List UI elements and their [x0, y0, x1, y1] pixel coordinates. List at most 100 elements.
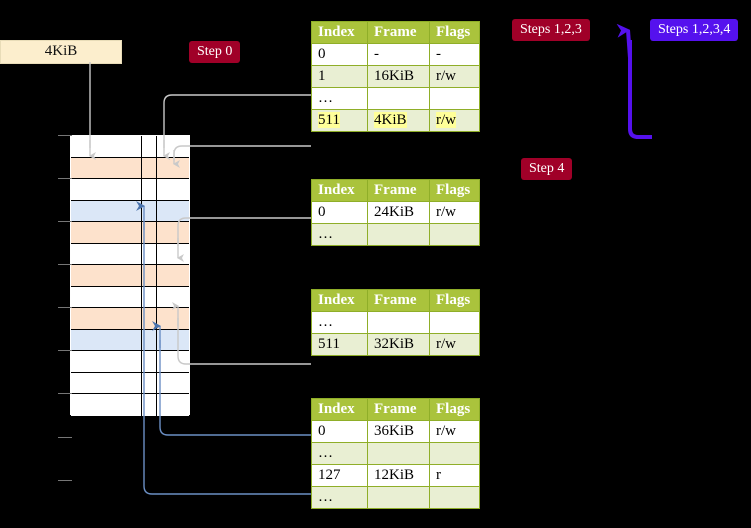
memory-tick-mark [58, 307, 72, 309]
cell-index: 1 [311, 65, 368, 88]
cell-index: … [311, 442, 368, 465]
memory-frame-row [71, 243, 189, 266]
cell-frame: 36KiB [367, 420, 430, 443]
memory-tick-mark [58, 436, 72, 438]
cell-flags: r/w [429, 109, 480, 132]
cell-index: … [311, 87, 368, 110]
memory-frame-row [71, 308, 189, 330]
table-row: … [311, 223, 480, 246]
column-header-index: Index [311, 179, 368, 202]
memory-frame-row [71, 265, 189, 287]
cell-index: 511 [311, 109, 368, 132]
cell-index: … [311, 311, 368, 334]
wire-pdpt-row0 [177, 217, 311, 246]
cell-index: 127 [311, 464, 368, 487]
cell-flags [429, 311, 480, 334]
badge-step-0: Step 0 [189, 41, 241, 63]
cell-frame: 32KiB [367, 333, 430, 356]
cell-frame [367, 486, 430, 509]
cell-frame: 12KiB [367, 464, 430, 487]
badge-steps-123: Steps 1,2,3 [512, 19, 590, 41]
badge-steps-1234: Steps 1,2,3,4 [650, 19, 739, 41]
cell-flags [429, 486, 480, 509]
table-row: … [311, 87, 480, 110]
memory-frame-row [71, 351, 189, 373]
cell-flags: - [429, 43, 480, 66]
memory-tick-mark [58, 350, 72, 352]
cell-flags: r [429, 464, 480, 487]
cell-index: 0 [311, 420, 368, 443]
memory-frame-row [71, 136, 189, 158]
memory-size-label-text: 4KiB [44, 43, 78, 59]
memory-tick-mark [58, 393, 72, 395]
cell-flags: r/w [429, 333, 480, 356]
column-header-frame: Frame [367, 179, 430, 202]
memory-frame-row [71, 179, 189, 201]
table-row: … [311, 311, 480, 334]
cell-frame [367, 442, 430, 465]
column-header-frame: Frame [367, 398, 430, 421]
table-row: … [311, 486, 480, 509]
cell-frame [367, 87, 430, 110]
cell-frame: 4KiB [367, 109, 430, 132]
memory-frame-row [71, 394, 189, 416]
memory-tick-mark [58, 135, 72, 136]
memory-tick-mark [58, 221, 72, 223]
cell-index: 0 [311, 43, 368, 66]
physical-memory-block [70, 135, 190, 416]
column-header-flags: Flags [429, 21, 480, 44]
column-header-frame: Frame [367, 289, 430, 312]
badge-step-4: Step 4 [521, 158, 573, 180]
memory-frame-row [71, 372, 189, 395]
cell-frame [367, 223, 430, 246]
cell-frame: 16KiB [367, 65, 430, 88]
table-row: … [311, 442, 480, 465]
cell-frame [367, 311, 430, 334]
column-header-frame: Frame [367, 21, 430, 44]
wire-steps-1234-arrow [616, 23, 632, 59]
column-header-index: Index [311, 21, 368, 44]
cell-frame: 24KiB [367, 201, 430, 224]
cell-flags: r/w [429, 201, 480, 224]
memory-tick-mark [58, 264, 72, 266]
memory-tick-mark [58, 479, 72, 481]
cell-flags [429, 223, 480, 246]
memory-frame-row [71, 222, 189, 244]
cell-flags: r/w [429, 420, 480, 443]
memory-column-divider-1 [156, 136, 157, 416]
column-header-index: Index [311, 398, 368, 421]
column-header-index: Index [311, 289, 368, 312]
wire-steps-1234 [628, 40, 652, 139]
memory-size-label: 4KiB [0, 40, 122, 64]
memory-tick-mark [58, 178, 72, 180]
cell-flags [429, 442, 480, 465]
cell-frame: - [367, 43, 430, 66]
column-header-flags: Flags [429, 289, 480, 312]
column-header-flags: Flags [429, 179, 480, 202]
cell-index: … [311, 486, 368, 509]
cell-index: 0 [311, 201, 368, 224]
wire-pd-row511 [177, 318, 311, 365]
purple-connector [616, 23, 652, 139]
cell-index: 511 [311, 333, 368, 356]
cell-index: … [311, 223, 368, 246]
column-header-flags: Flags [429, 398, 480, 421]
memory-frame-row [71, 329, 189, 352]
memory-column-divider-0 [141, 136, 142, 416]
memory-frame-row [71, 200, 189, 223]
memory-frame-row [71, 157, 189, 180]
wire-pml4-row511 [173, 145, 311, 160]
cell-flags: r/w [429, 65, 480, 88]
table-row: 0-- [311, 43, 480, 66]
